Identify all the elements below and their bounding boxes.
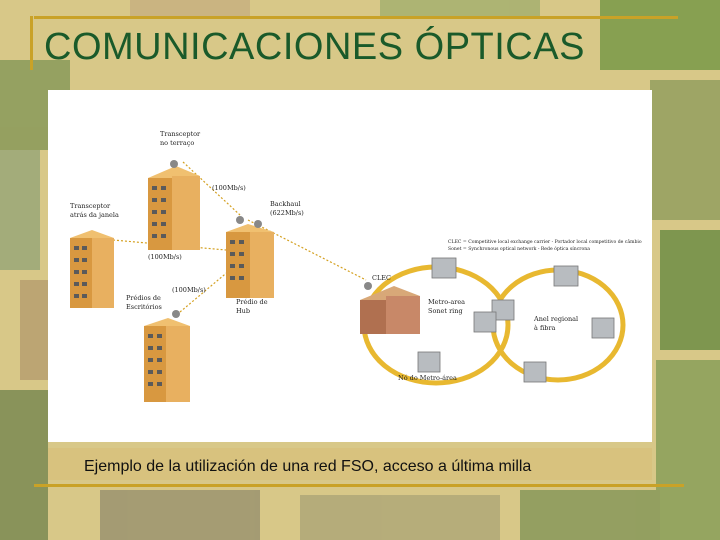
frame-line-bottom bbox=[34, 484, 684, 487]
frame-line-left bbox=[30, 16, 33, 70]
label-window-transceiver-1: Transceptor bbox=[70, 202, 111, 210]
window-building bbox=[70, 230, 114, 308]
label-node: Nó do Metro-área bbox=[398, 374, 457, 382]
label-metro-2: Sonet ring bbox=[428, 307, 463, 315]
label-legend-2: Sonet = Synchronous optical network - Re… bbox=[448, 245, 590, 252]
clec-building bbox=[360, 282, 420, 334]
label-hub-1: Prédio de bbox=[236, 298, 268, 306]
label-backhaul-2: (622Mb/s) bbox=[270, 209, 304, 217]
roof-building bbox=[148, 160, 200, 250]
diagram-panel: Transceptor no terraço Transceptor atrás… bbox=[48, 90, 652, 442]
label-window-transceiver-2: atrás da janela bbox=[70, 211, 119, 219]
label-link-left: (100Mb/s) bbox=[148, 253, 182, 261]
slide-title: COMUNICACIONES ÓPTICAS bbox=[44, 26, 585, 69]
label-offices-2: Escritórios bbox=[126, 303, 162, 311]
label-link-top: (100Mb/s) bbox=[212, 184, 246, 192]
fso-network-diagram: Transceptor no terraço Transceptor atrás… bbox=[48, 90, 652, 442]
label-roof-transceiver-2: no terraço bbox=[160, 139, 194, 147]
label-metro-1: Metro-area bbox=[428, 298, 465, 306]
label-clec: CLEC bbox=[372, 274, 391, 282]
label-offices-1: Prédios de bbox=[126, 294, 161, 302]
office-building bbox=[144, 310, 190, 402]
label-link-bottom: (100Mb/s) bbox=[172, 286, 206, 294]
label-regional-1: Anel regional bbox=[533, 315, 578, 323]
label-backhaul-1: Backhaul bbox=[270, 200, 301, 208]
caption-text: Ejemplo de la utilización de una red FSO… bbox=[84, 458, 531, 476]
label-legend-1: CLEC = Competitive local exchange carrie… bbox=[448, 238, 642, 245]
label-hub-2: Hub bbox=[236, 307, 250, 315]
label-roof-transceiver-1: Transceptor bbox=[160, 130, 201, 138]
frame-line-top bbox=[34, 16, 678, 19]
label-regional-2: à fibra bbox=[534, 323, 556, 332]
hub-building bbox=[226, 216, 274, 298]
